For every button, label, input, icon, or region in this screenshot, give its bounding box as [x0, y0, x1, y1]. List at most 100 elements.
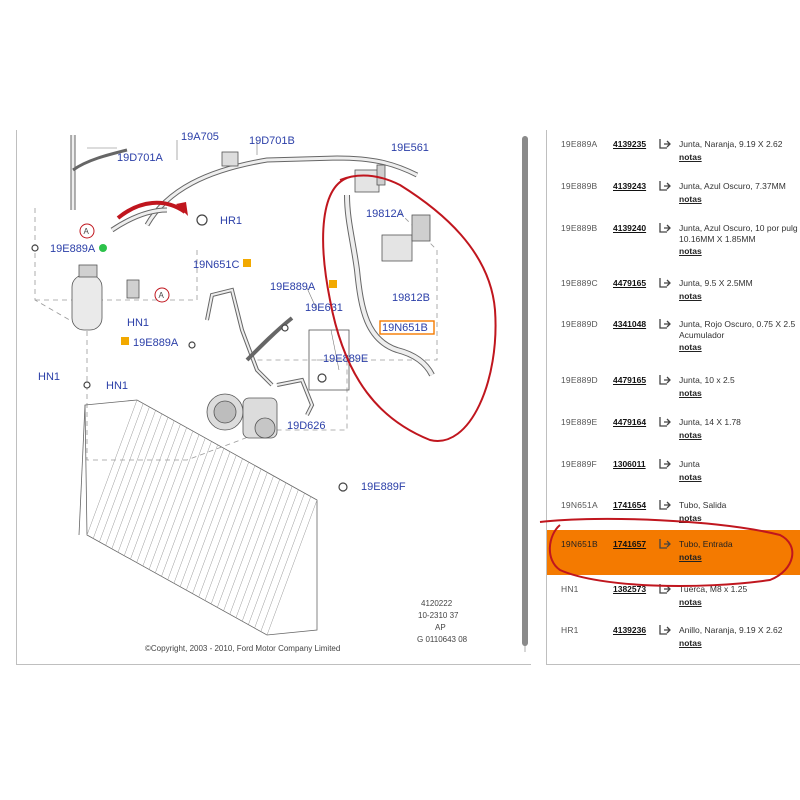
notes-link[interactable]: notas: [679, 342, 702, 352]
callout-19A705[interactable]: 19A705: [181, 131, 219, 143]
callout-19D701A[interactable]: 19D701A: [117, 152, 164, 164]
liquid-line-19D701A: [70, 135, 128, 210]
add-to-cart-icon[interactable]: [657, 372, 673, 388]
add-to-cart-icon[interactable]: [657, 316, 673, 332]
diagram-scrollbar[interactable]: [520, 130, 530, 664]
tube-19N651C: [205, 287, 294, 387]
svg-text:A: A: [84, 227, 90, 236]
callout-19812A[interactable]: 19812A: [366, 208, 405, 220]
part-reference: 19E889F: [561, 459, 597, 469]
part-reference: 19E889E: [561, 417, 598, 427]
part-reference: 19N651B: [561, 539, 598, 549]
part-number-link[interactable]: 4139236: [613, 625, 647, 635]
callout-19E889E[interactable]: 19E889E: [323, 353, 368, 365]
callout-19812B[interactable]: 19812B: [392, 292, 430, 304]
part-number-link[interactable]: 4139235: [613, 139, 647, 149]
notes-link[interactable]: notas: [679, 388, 702, 398]
part-number-link[interactable]: 4479165: [613, 278, 647, 288]
scrollbar-thumb[interactable]: [522, 136, 528, 646]
callout-19N651B[interactable]: 19N651B: [382, 322, 428, 334]
part-number-link[interactable]: 4139243: [613, 181, 647, 191]
reference-marker-a2: A: [154, 287, 170, 303]
add-to-cart-icon[interactable]: [657, 536, 673, 552]
notes-link[interactable]: notas: [679, 430, 702, 440]
callout-HN1-a[interactable]: HN1: [127, 317, 149, 329]
notes-link[interactable]: notas: [679, 552, 702, 562]
part-description: Junta, Rojo Oscuro, 0.75 X 2.5 Acumulado…: [679, 319, 796, 340]
add-to-cart-icon[interactable]: [657, 275, 673, 291]
part-number-link[interactable]: 1306011: [613, 459, 646, 469]
footer-line-3: AP: [435, 623, 446, 632]
notes-link[interactable]: notas: [679, 472, 702, 482]
footer-line-2: 10-2310 37: [418, 611, 459, 620]
callout-19E889A-mid[interactable]: 19E889A: [270, 281, 316, 293]
pressure-switch-19812A: [354, 164, 386, 193]
add-to-cart-icon[interactable]: [657, 497, 673, 513]
part-reference: 19E889B: [561, 181, 598, 191]
part-number-link[interactable]: 1382573: [613, 584, 647, 594]
parts-row[interactable]: 19E889D 4479165 Junta, 10 x 2.5 notas: [547, 366, 800, 408]
part-number-link[interactable]: 4479164: [613, 417, 647, 427]
notes-link[interactable]: notas: [679, 152, 702, 162]
part-number-link[interactable]: 1741654: [613, 500, 647, 510]
part-description: Junta, 9.5 X 2.5MM: [679, 278, 753, 288]
add-to-cart-icon[interactable]: [657, 456, 673, 472]
o-ring-seals: [31, 214, 348, 492]
callout-19E889A-low[interactable]: 19E889A: [133, 337, 179, 349]
callout-19E889F[interactable]: 19E889F: [361, 481, 406, 493]
callout-HN1-b[interactable]: HN1: [38, 371, 60, 383]
part-reference: 19N651A: [561, 500, 598, 510]
notes-link[interactable]: notas: [679, 194, 702, 204]
callout-19D701B[interactable]: 19D701B: [249, 135, 295, 147]
part-description: Junta, Naranja, 9.19 X 2.62: [679, 139, 783, 149]
callout-19E631[interactable]: 19E631: [305, 302, 343, 314]
callout-19E889A-top[interactable]: 19E889A: [50, 243, 96, 255]
svg-text:A: A: [159, 291, 165, 300]
copyright-text: ©Copyright, 2003 - 2010, Ford Motor Comp…: [145, 644, 340, 653]
valve-19812B: [381, 214, 431, 262]
add-to-cart-icon[interactable]: [657, 136, 673, 152]
part-number-link[interactable]: 4341048: [613, 319, 647, 329]
part-description: Junta, 10 x 2.5: [679, 375, 735, 385]
part-number-link[interactable]: 4479165: [613, 375, 647, 385]
callout-19D626[interactable]: 19D626: [287, 420, 326, 432]
add-to-cart-icon[interactable]: [657, 178, 673, 194]
add-to-cart-icon[interactable]: [657, 414, 673, 430]
part-reference: HR1: [561, 625, 579, 635]
add-to-cart-icon[interactable]: [657, 581, 673, 597]
compressor: [206, 393, 278, 439]
parts-diagram-panel: 19A705 19D701B 19E561 19D701A HR1 19E889…: [16, 130, 531, 665]
selection-dot: [99, 244, 107, 252]
notes-link[interactable]: notas: [679, 513, 702, 523]
callout-19E561[interactable]: 19E561: [391, 142, 429, 154]
add-to-cart-icon[interactable]: [657, 220, 673, 236]
notes-link[interactable]: notas: [679, 291, 702, 301]
add-to-cart-icon[interactable]: [657, 622, 673, 638]
callout-HR1[interactable]: HR1: [220, 215, 242, 227]
part-number-link[interactable]: 4139240: [613, 223, 647, 233]
tube-19D701A-lower: [110, 207, 168, 233]
tube-19D626: [276, 377, 315, 416]
notes-link[interactable]: notas: [679, 597, 702, 607]
part-reference: 19E889D: [561, 375, 598, 385]
reference-marker-a1: A: [79, 223, 95, 239]
notes-link[interactable]: notas: [679, 638, 702, 648]
part-reference: 19E889B: [561, 223, 598, 233]
notes-link[interactable]: notas: [679, 246, 702, 256]
diagram-footer: 4120222 10-2310 37 AP G 0110643 08 ©Copy…: [145, 599, 468, 653]
callout-19N651C[interactable]: 19N651C: [193, 259, 240, 271]
callout-HN1-c[interactable]: HN1: [106, 380, 128, 392]
part-number-link[interactable]: 1741657: [613, 539, 647, 549]
